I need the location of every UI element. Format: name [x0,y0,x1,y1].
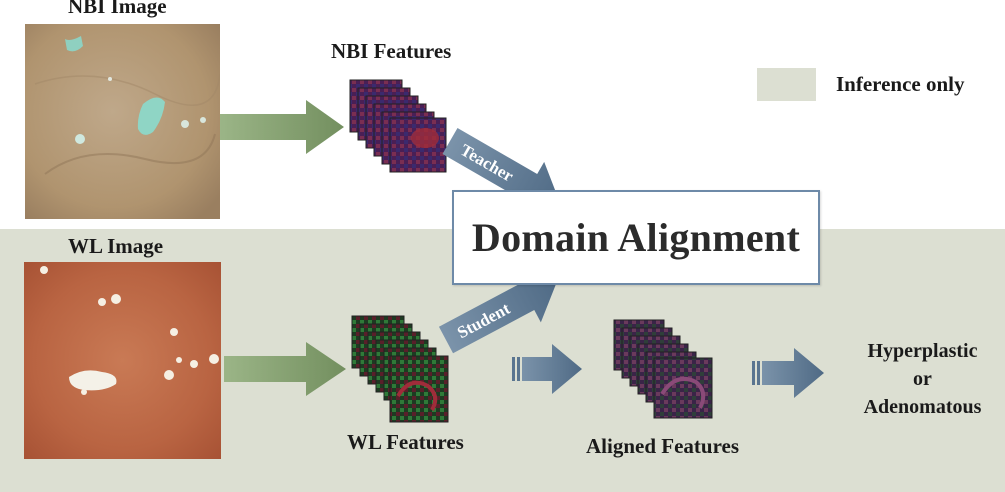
nbi-image-to-features-arrow [220,100,344,154]
nbi-image-label: NBI Image [68,0,167,18]
domain-alignment-box: Domain Alignment [452,190,820,285]
aligned-feature-maps [613,319,713,419]
domain-alignment-label: Domain Alignment [471,215,801,260]
wl-features-label: WL Features [347,430,464,454]
legend-label: Inference only [836,72,965,96]
outcome-adenomatous: Adenomatous [863,396,982,418]
aligned-to-outcome-arrow [752,348,824,398]
wl-image [24,262,221,459]
wl-image-to-features-arrow [224,342,346,396]
wl-image-label: WL Image [68,234,164,258]
outcome-hyperplastic: Hyperplastic [867,340,978,362]
aligned-features-label: Aligned Features [586,434,740,458]
legend-swatch [757,68,816,101]
nbi-feature-maps [349,79,447,173]
wl-feature-maps [351,315,449,423]
nbi-features-label: NBI Features [331,39,452,63]
classification-outcome: Hyperplastic or Adenomatous [840,337,1005,421]
wl-to-aligned-arrow [512,344,582,394]
outcome-or: or [913,368,932,390]
nbi-image [25,24,220,219]
